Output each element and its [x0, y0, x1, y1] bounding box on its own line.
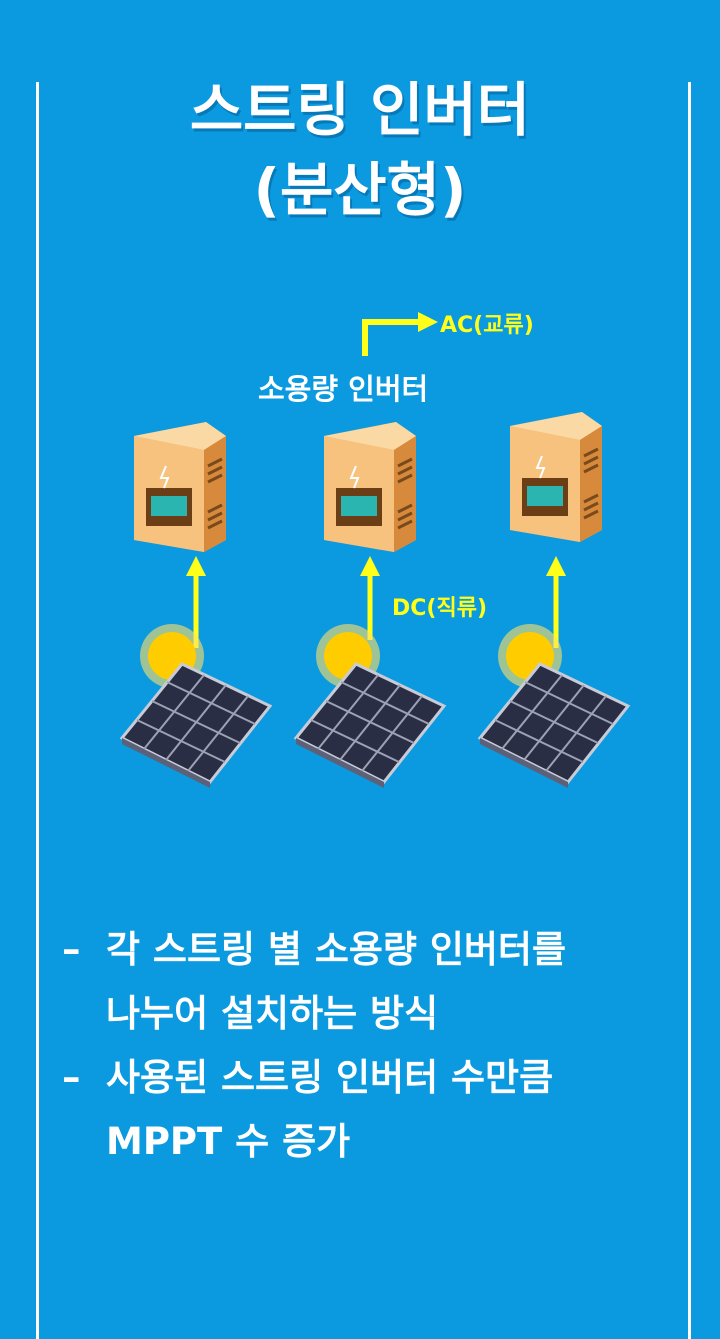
right-border-line: [688, 82, 691, 1339]
description-text: 사용된 스트링 인버터 수만큼 MPPT 수 증가: [106, 1046, 682, 1174]
ac-output-arrow: [362, 319, 420, 356]
description-line: 나누어 설치하는 방식: [106, 992, 439, 1035]
title-line-1: 스트링 인버터: [189, 76, 531, 144]
inverter-icon-3: [510, 412, 602, 542]
solar-panel-icon-3: [477, 662, 631, 788]
inverter-icon-2: [324, 422, 416, 552]
solar-panel-icon-2: [293, 662, 447, 788]
description-text: 각 스트링 별 소용량 인버터를 나누어 설치하는 방식: [106, 918, 682, 1046]
description-list: – 각 스트링 별 소용량 인버터를 나누어 설치하는 방식 – 사용된 스트링…: [62, 918, 682, 1174]
inverter-icon-1: [134, 422, 226, 552]
description-item-2: – 사용된 스트링 인버터 수만큼 MPPT 수 증가: [62, 1046, 682, 1174]
title-line-2: (분산형): [253, 156, 467, 224]
solar-panel-icon-1: [119, 662, 273, 788]
description-line: 각 스트링 별 소용량 인버터를: [106, 928, 567, 971]
string-inverter-diagram: [119, 312, 631, 788]
small-inverter-label: 소용량 인버터: [258, 372, 429, 406]
description-item-1: – 각 스트링 별 소용량 인버터를 나누어 설치하는 방식: [62, 918, 682, 1046]
description-line: 사용된 스트링 인버터 수만큼: [106, 1056, 554, 1099]
page-title: 스트링 인버터 (분산형): [0, 70, 720, 230]
bullet-dash: –: [62, 928, 81, 971]
left-border-line: [36, 82, 39, 1339]
ac-arrow-head: [418, 312, 438, 332]
description-line: MPPT 수 증가: [106, 1120, 351, 1163]
bullet-dash: –: [62, 1056, 81, 1099]
dc-arrow-3: [546, 556, 566, 648]
ac-output-label: AC(교류): [440, 313, 534, 338]
dc-arrow-2: [360, 556, 380, 640]
dc-input-label: DC(직류): [392, 596, 487, 621]
